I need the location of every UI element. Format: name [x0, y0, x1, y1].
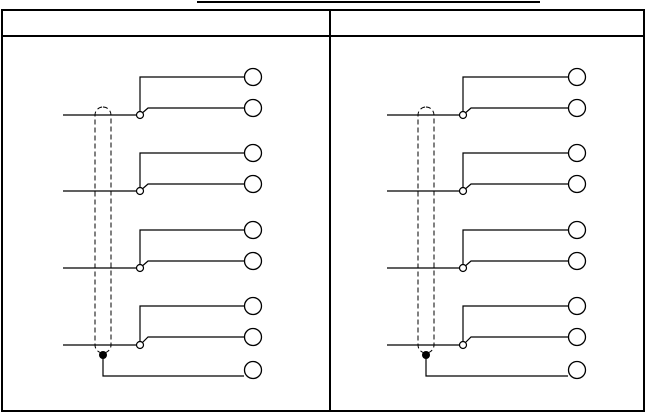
left-pair-4-terminal-b: [243, 327, 263, 347]
left-cable-shield: [94, 106, 112, 354]
right-pair-3-upper-wire: [462, 229, 568, 268]
panel-left: [63, 67, 263, 380]
right-drain-terminal: [567, 360, 587, 380]
right-pair-4-terminal-b: [567, 327, 587, 347]
left-pair-4-lower-wire: [139, 336, 244, 346]
right-pair-1-lower-wire: [462, 107, 568, 116]
left-pair-4-upper-wire: [139, 305, 244, 345]
right-pair-3-terminal-a: [567, 220, 587, 240]
right-pair-3-lower-wire: [462, 260, 568, 269]
right-pair-3-terminal-b: [567, 251, 587, 271]
left-pair-2-terminal-b: [243, 174, 263, 194]
left-pair-1-lower-wire: [139, 107, 244, 116]
left-pair-2-lower-wire: [139, 183, 244, 192]
left-pair-3-junction: [135, 263, 145, 273]
left-pair-1-terminal-b: [243, 98, 263, 118]
left-pair-3-terminal-a: [243, 220, 263, 240]
right-pair-2-terminal-a: [567, 143, 587, 163]
left-pair-1-upper-wire: [139, 76, 244, 115]
left-pair-4-terminal-a: [243, 296, 263, 316]
right-pair-1-upper-wire: [462, 76, 568, 115]
left-pair-3-terminal-b: [243, 251, 263, 271]
left-pair-2-upper-wire: [139, 152, 244, 191]
left-drain-node: [99, 351, 107, 359]
left-pair-1-terminal-a: [243, 67, 263, 87]
diagram-frame: [1, 9, 645, 412]
right-pair-2-junction: [458, 186, 468, 196]
right-pair-2-upper-wire: [462, 152, 568, 191]
right-pair-3-junction: [458, 263, 468, 273]
right-drain-wire: [425, 355, 568, 377]
left-pair-1-junction: [135, 110, 145, 120]
right-drain-node: [422, 351, 430, 359]
right-cable-shield: [417, 106, 435, 354]
left-drain-terminal: [243, 360, 263, 380]
right-pair-1-terminal-b: [567, 98, 587, 118]
right-pair-4-terminal-a: [567, 296, 587, 316]
left-pair-2-junction: [135, 186, 145, 196]
right-pair-4-junction: [458, 340, 468, 350]
right-pair-1-terminal-a: [567, 67, 587, 87]
right-pair-1-junction: [458, 110, 468, 120]
panel-right: [387, 67, 587, 380]
left-drain-wire: [102, 355, 244, 377]
left-pair-3-lower-wire: [139, 260, 244, 269]
right-pair-4-lower-wire: [462, 336, 568, 346]
right-pair-2-terminal-b: [567, 174, 587, 194]
left-pair-4-junction: [135, 340, 145, 350]
left-pair-3-upper-wire: [139, 229, 244, 268]
left-pair-2-terminal-a: [243, 143, 263, 163]
right-pair-2-lower-wire: [462, 183, 568, 192]
right-pair-4-upper-wire: [462, 305, 568, 345]
